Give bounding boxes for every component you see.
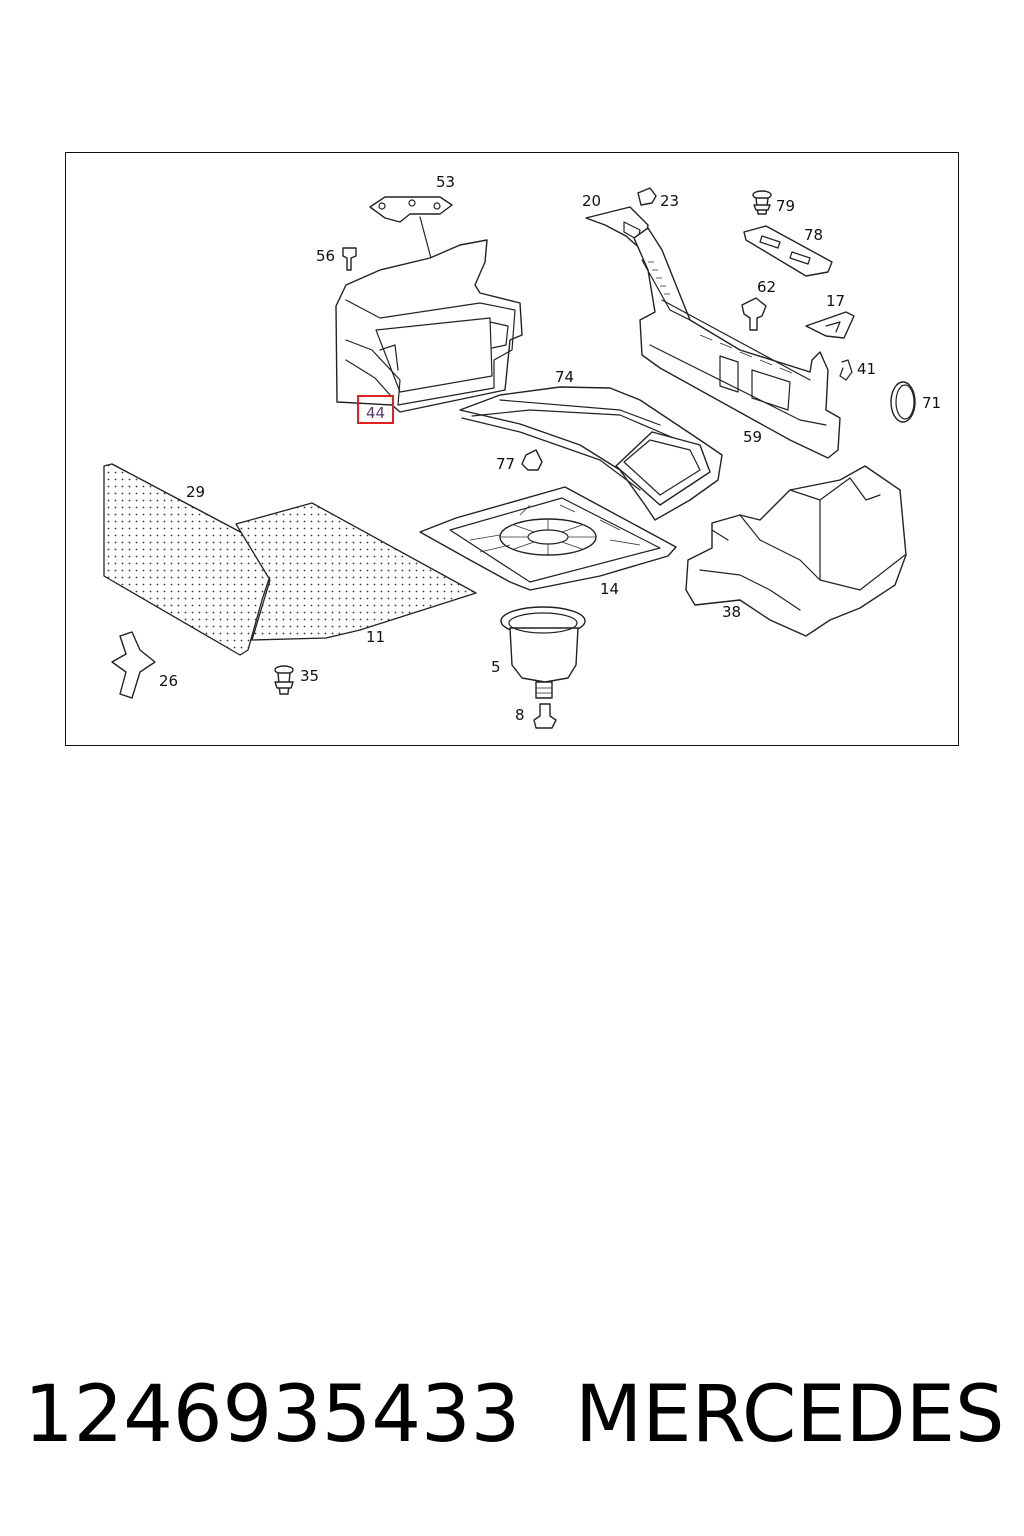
brand-name: MERCEDES — [575, 1370, 1005, 1460]
callout-53: 53 — [436, 173, 455, 191]
part-41-clip — [839, 359, 853, 381]
part-23-clip — [637, 187, 657, 206]
part-62-clip — [741, 297, 767, 331]
part-44-side-panel — [335, 239, 523, 413]
callout-44: 44 — [366, 404, 385, 422]
footer: 1246935433 MERCEDES — [0, 1360, 1024, 1470]
part-71-plug — [890, 381, 916, 423]
part-59-rear-panel — [633, 227, 841, 459]
part-17-bracket — [805, 311, 855, 339]
part-74-cover — [459, 386, 723, 521]
callout-62: 62 — [757, 278, 776, 296]
part-number: 1246935433 — [24, 1370, 521, 1460]
callout-26: 26 — [159, 672, 178, 690]
callout-71: 71 — [922, 394, 941, 412]
part-38-side-box — [685, 465, 907, 637]
part-79-clip — [752, 190, 772, 215]
callout-8: 8 — [515, 706, 525, 724]
highlighted-callout-44[interactable]: 44 — [357, 395, 394, 424]
callout-20: 20 — [582, 192, 601, 210]
part-14-floor-tray — [419, 486, 677, 591]
part-35-clip — [274, 665, 294, 695]
callout-77: 77 — [496, 455, 515, 473]
callout-59: 59 — [743, 428, 762, 446]
callout-78: 78 — [804, 226, 823, 244]
callout-23: 23 — [660, 192, 679, 210]
callout-38: 38 — [722, 603, 741, 621]
part-53-bracket — [369, 196, 453, 263]
callout-5: 5 — [491, 658, 501, 676]
callout-74: 74 — [555, 368, 574, 386]
part-77-clip — [521, 449, 543, 471]
callout-56: 56 — [316, 247, 335, 265]
callout-35: 35 — [300, 667, 319, 685]
callout-79: 79 — [776, 197, 795, 215]
part-26-clip — [111, 631, 156, 699]
callout-17: 17 — [826, 292, 845, 310]
callout-41: 41 — [857, 360, 876, 378]
part-56-clip — [342, 247, 357, 271]
part-5-cup — [500, 606, 586, 699]
callout-29: 29 — [186, 483, 205, 501]
part-78-plate — [743, 225, 833, 277]
part-11-mat — [235, 502, 477, 641]
callout-14: 14 — [600, 580, 619, 598]
part-8-clip — [533, 703, 557, 729]
callout-11: 11 — [366, 628, 385, 646]
diagram-frame — [65, 152, 959, 746]
